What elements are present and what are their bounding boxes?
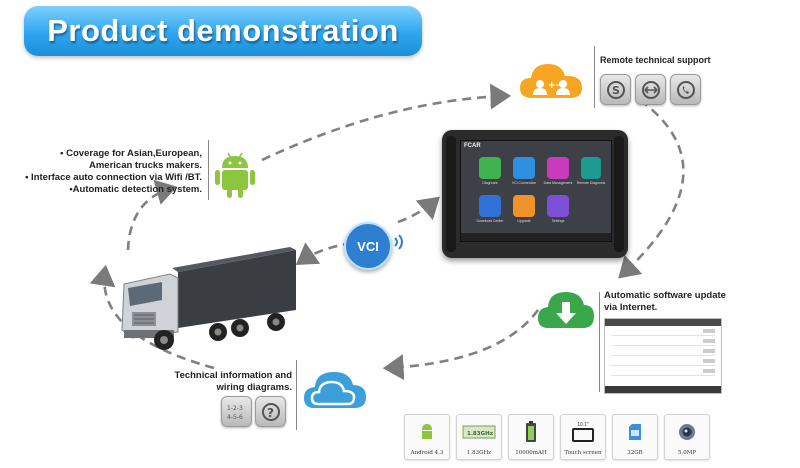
spec-label: Android 4.3 [410, 450, 444, 456]
remote-support-title: Remote technical support [600, 55, 711, 65]
spec-camera: 5.0MP [664, 414, 710, 460]
help-icon: ? [255, 396, 286, 427]
android-icon [215, 152, 255, 198]
update-screen-thumbnail [604, 318, 722, 394]
app-label: VCI Connection [511, 181, 537, 185]
tech-info-line-1: Technical information and [174, 370, 292, 381]
battery-icon [526, 421, 536, 442]
download-cloud-icon [538, 292, 594, 328]
coverage-line-4: •Automatic detection system. [69, 184, 202, 195]
spec-touchscreen: 10.1" Touch screen [560, 414, 606, 460]
arrow-to-tech-info [382, 309, 540, 381]
spec-sub-label: 10.1" [577, 422, 589, 428]
app-remote-diagnosis [581, 157, 601, 179]
spec-label: 1.83GHz [466, 450, 492, 456]
page-title: Product demonstration [47, 13, 399, 48]
spec-cpu: 1.83GHz 1.83GHz [456, 414, 502, 460]
coverage-line-1: • Coverage for Asian,European, [60, 148, 202, 159]
software-update-title: Automatic software update via Internet. [604, 290, 726, 314]
app-upgrade [513, 195, 535, 217]
svg-text:S: S [612, 84, 620, 97]
wiring-diagram-icon: 1-2-3 4-5-6 [221, 396, 252, 427]
wireless-signal-icon [394, 234, 403, 250]
svg-text:1-2-3: 1-2-3 [227, 405, 243, 412]
coverage-text: • Coverage for Asian,European, American … [25, 148, 202, 196]
vci-badge: VCI [344, 222, 392, 270]
app-settings [547, 195, 569, 217]
software-update-line-1: Automatic software update [604, 290, 726, 301]
coverage-line-3: • Interface auto connection via Wifi /BT… [25, 172, 202, 183]
app-label: Settings [551, 219, 565, 223]
coverage-line-2: American trucks makers. [88, 160, 202, 171]
spec-battery: 10000mAH [508, 414, 554, 460]
cpu-icon: 1.83GHz [462, 425, 496, 439]
page-title-banner: Product demonstration [24, 6, 422, 56]
svg-text:4-5-6: 4-5-6 [227, 414, 243, 421]
app-label: Data Management [543, 181, 573, 185]
spec-storage: 32GB [612, 414, 658, 460]
remote-support-cloud-icon: +→ [520, 64, 582, 98]
app-label: Diagnosis [482, 181, 498, 185]
tablet-screen: FCAR Diagnosis VCI Connection Data Manag… [460, 140, 612, 242]
app-diagnosis [479, 157, 501, 179]
spec-label: Touch screen [564, 450, 602, 456]
spec-android: Android 4.3 [404, 414, 450, 460]
touchscreen-icon [572, 428, 594, 442]
spec-label: 10000mAH [515, 450, 547, 456]
cpu-chip-label: 1.83GHz [467, 431, 493, 437]
camera-icon [679, 424, 695, 440]
divider [208, 140, 209, 200]
divider [599, 292, 600, 392]
sd-card-icon [629, 424, 641, 440]
arrow-vci-to-tablet [397, 196, 440, 224]
app-vci-connection [513, 157, 535, 179]
arrow-to-coverage [126, 179, 177, 251]
diagnostic-tablet: FCAR Diagnosis VCI Connection Data Manag… [442, 130, 628, 258]
app-data-management [547, 157, 569, 179]
svg-text:+→: +→ [548, 81, 564, 91]
teamviewer-icon [635, 74, 666, 105]
info-cloud-icon [304, 372, 366, 408]
arrow-to-remote-support [261, 83, 512, 162]
app-label: Remote Diagnosis [576, 181, 606, 185]
truck-illustration [121, 247, 296, 350]
android-icon [422, 424, 432, 439]
skype-icon: S [600, 74, 631, 105]
software-update-line-2: via Internet. [604, 302, 658, 313]
spec-label: 32GB [627, 450, 643, 456]
divider [296, 360, 297, 430]
tablet-nav-bar [461, 233, 611, 241]
svg-text:?: ? [267, 406, 274, 420]
spec-label: 5.0MP [677, 450, 697, 456]
divider [594, 46, 595, 108]
tech-info-line-2: wiring diagrams. [216, 382, 293, 393]
phone-icon [670, 74, 701, 105]
app-download-center [479, 195, 501, 217]
tech-info-text: Technical information and wiring diagram… [150, 370, 292, 394]
app-label: Download Center [476, 219, 504, 223]
arrow-to-software-update [618, 98, 685, 279]
tablet-brand: FCAR [464, 143, 481, 149]
vci-label: VCI [357, 238, 379, 254]
app-label: Upgrade [517, 219, 531, 223]
